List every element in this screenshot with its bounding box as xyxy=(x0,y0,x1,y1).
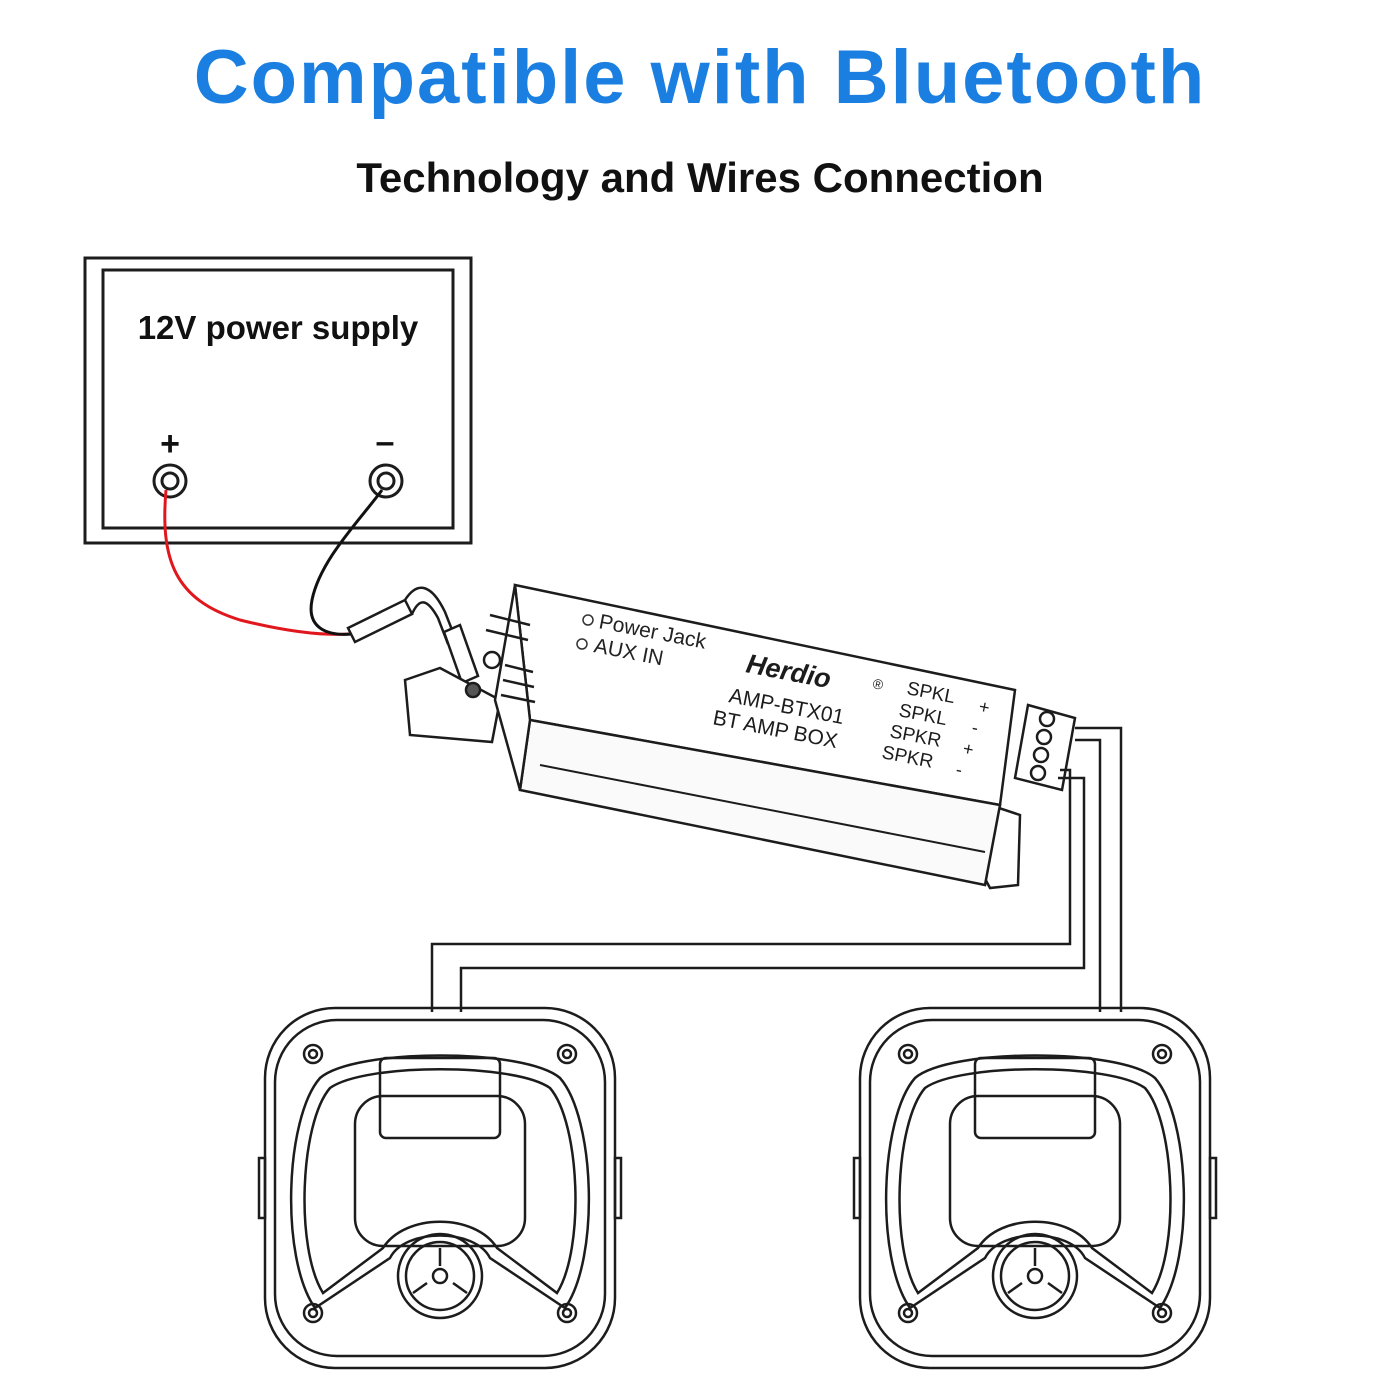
speaker-wires xyxy=(430,726,1123,1012)
terminal-sign: - xyxy=(954,759,964,780)
negative-wire xyxy=(309,489,384,636)
power-cable-icon xyxy=(346,586,480,685)
terminal-sign: - xyxy=(970,717,980,738)
negative-terminal-icon xyxy=(368,463,404,499)
positive-wire xyxy=(163,489,351,636)
brand-registered-mark: ® xyxy=(871,675,885,693)
left-speaker xyxy=(257,1006,623,1370)
terminal-sign: + xyxy=(961,738,975,760)
page-subtitle: Technology and Wires Connection xyxy=(356,154,1044,201)
positive-terminal-icon xyxy=(152,463,188,499)
right-speaker xyxy=(852,1006,1218,1370)
aux-in-icon xyxy=(576,638,588,650)
speaker-terminal-labels: SPKL + SPKL - SPKR + SPKR - xyxy=(880,678,991,780)
power-supply-label: 12V power supply xyxy=(138,309,419,346)
negative-sign: – xyxy=(376,423,395,461)
power-supply: 12V power supply + – xyxy=(83,256,473,545)
amplifier-box xyxy=(403,583,1022,890)
power-jack-icon xyxy=(582,614,594,626)
terminal-sign: + xyxy=(977,696,991,718)
positive-sign: + xyxy=(160,425,180,463)
page-title: Compatible with Bluetooth xyxy=(193,35,1207,120)
